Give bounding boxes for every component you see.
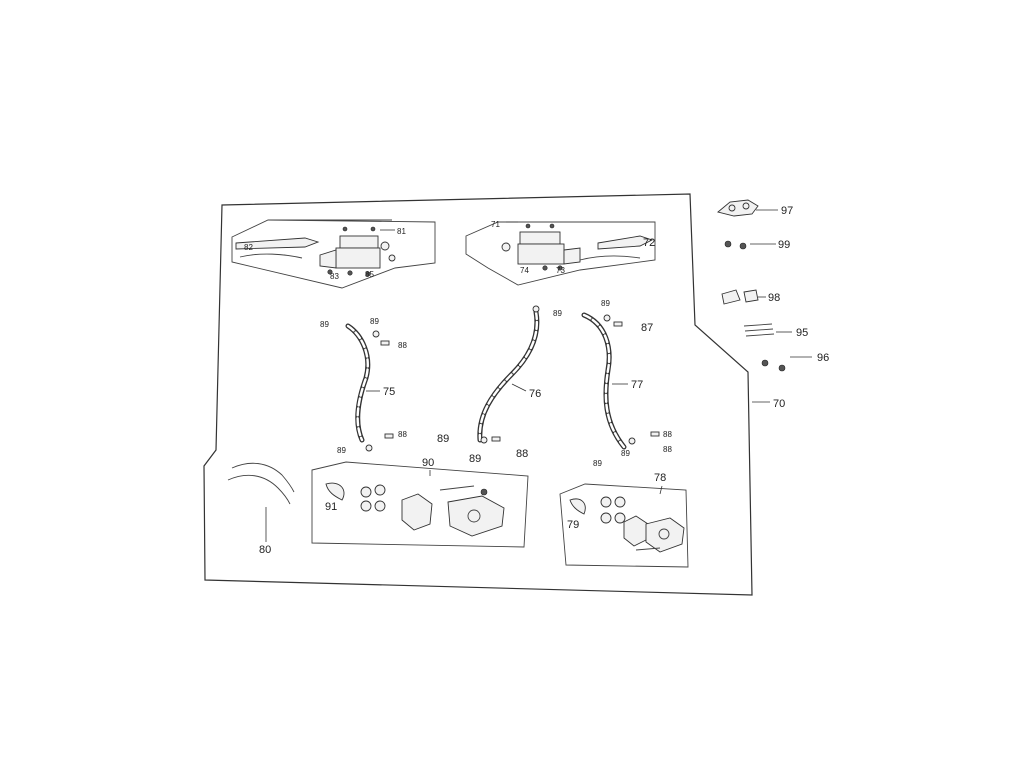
callout-98: 98: [768, 292, 780, 304]
callout-89-hose77-top-b: 89: [601, 299, 610, 308]
callout-89-hose77-bottom-b: 89: [621, 449, 630, 458]
callout-88-hose76: 88: [516, 448, 528, 460]
brake-hose-76: [477, 305, 540, 444]
callout-88-hose75-bottom: 88: [398, 430, 407, 439]
callout-81: 81: [397, 227, 406, 236]
callout-80: 80: [259, 544, 271, 556]
callout-89-hose77-bottom-a: 89: [593, 459, 602, 468]
callout-89-hose75-top-a: 89: [320, 320, 329, 329]
callout-75: 75: [383, 386, 395, 398]
callout-89-hose77-top-a: 89: [553, 309, 562, 318]
callout-73: 73: [556, 266, 565, 275]
callout-96: 96: [817, 352, 829, 364]
callout-83: 83: [330, 272, 339, 281]
assembly-outline: [203, 193, 753, 596]
callout-70: 70: [773, 398, 785, 410]
callout-76: 76: [529, 388, 541, 400]
callout-99: 99: [778, 239, 790, 251]
callout-79: 79: [567, 519, 579, 531]
callout-87: 87: [641, 322, 653, 334]
callout-89-hose75-top-b: 89: [370, 317, 379, 326]
brake-cables-80: [227, 462, 295, 505]
callout-85: 85: [365, 270, 374, 279]
callout-82: 82: [244, 243, 253, 252]
brake-hose-77: [581, 312, 660, 450]
rear-caliper-group-78: [559, 483, 689, 568]
callout-90: 90: [422, 457, 434, 469]
callout-88-hose77-b: 88: [663, 445, 672, 454]
callout-88-hose77-a: 88: [663, 430, 672, 439]
callout-74: 74: [520, 266, 529, 275]
callout-97: 97: [781, 205, 793, 217]
callout-89-hose75-bottom: 89: [337, 446, 346, 455]
callout-91: 91: [325, 501, 337, 513]
leader-lines: [265, 209, 812, 542]
callout-95: 95: [796, 327, 808, 339]
callout-71: 71: [491, 220, 500, 229]
callout-89-hose76-b: 89: [469, 453, 481, 465]
callout-72: 72: [643, 237, 655, 249]
brake-hose-75: [345, 323, 394, 452]
left-master-cylinder-group: [231, 219, 436, 289]
callout-labels: 70 71 72 73 74 75 76 77 78 79 80 81 82 8…: [244, 205, 829, 556]
front-caliper-group-90: [311, 461, 529, 548]
loose-hardware: [717, 199, 786, 372]
callout-78: 78: [654, 472, 666, 484]
callout-89-hose76-a: 89: [437, 433, 449, 445]
right-master-cylinder-group: [465, 221, 656, 286]
callout-88-hose75-top: 88: [398, 341, 407, 350]
callout-77: 77: [631, 379, 643, 391]
